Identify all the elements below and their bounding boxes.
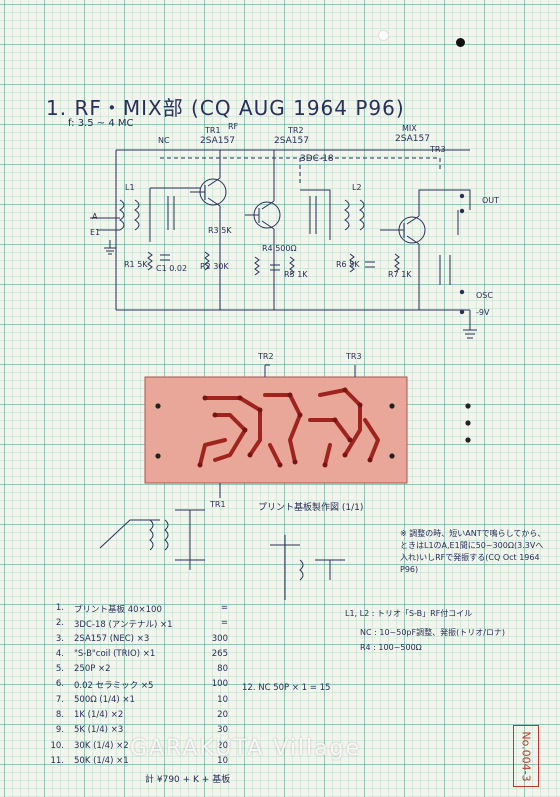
e1-terminal-label: E1 <box>90 228 101 237</box>
a-terminal-label: A <box>92 212 98 221</box>
parts-list: 1.プリント基板 40×100= 2.3DC-18 (アンテナル) ×1= 3.… <box>50 603 270 771</box>
adjustment-note: ※ 調整の時、短いANTで鳴らしてから、ときはL1のA,E1間に50~300Ω(… <box>400 529 546 574</box>
l2-label: L2 <box>352 183 362 192</box>
watermark: GARAKUTA Village <box>130 736 362 761</box>
parts-note-nc: NC : 10~50pF調整、発振(トリオ/ロナ) <box>360 628 506 637</box>
tr3-type-label: 2SA157 <box>395 134 430 144</box>
minus9v-label: -9V <box>476 308 490 317</box>
bom-total: 計 ¥790 + K + 基板 <box>145 775 231 785</box>
list-item: 2.3DC-18 (アンテナル) ×1= <box>55 618 228 631</box>
parts-note-coil: L1, L2 : トリオ「S-B」RF付コイル <box>345 609 473 618</box>
tr2-label: TR2 <box>288 126 304 135</box>
tr1-label: TR1 <box>205 126 221 135</box>
pcb-caption: プリント基板製作図 (1/1) <box>258 503 364 513</box>
osc-label: OSC <box>476 291 493 300</box>
ifc-coil-label: 3DC-18 <box>300 154 334 164</box>
r2-label: R2 30K <box>200 262 229 271</box>
r5-label: R5 1K <box>284 270 308 279</box>
rf-label: RF <box>228 122 239 131</box>
document-number-stamp: No.004-3 <box>513 725 539 787</box>
parts-note-r4: R4 : 100~500Ω <box>360 643 422 652</box>
punch-hole-top <box>378 30 389 41</box>
antenna-coil-sketch <box>99 509 345 600</box>
r1-label: R1 5K <box>124 260 148 269</box>
r6-label: R6 5K <box>336 260 360 269</box>
tr3-label: TR3 <box>430 145 446 154</box>
tr1-type-label: 2SA157 <box>200 136 235 146</box>
r3-label: R3 5K <box>208 226 232 235</box>
frequency-range: f: 3.5 ~ 4 MC <box>68 118 134 129</box>
page-title: 1. RF・MIX部 (CQ AUG 1964 P96) <box>46 96 405 120</box>
tr2-type-label: 2SA157 <box>274 136 309 146</box>
l1-label: L1 <box>125 183 135 192</box>
pcb-tr3-label: TR3 <box>346 352 362 361</box>
bom-item-12: 12. NC 50P × 1 = 15 <box>242 683 331 693</box>
mix-label: MIX <box>402 124 417 133</box>
c1-label: C1 0.02 <box>156 264 188 273</box>
pcb-tr2-label: TR2 <box>258 352 274 361</box>
nc-label: NC <box>158 136 170 145</box>
out-label: OUT <box>482 196 500 205</box>
list-item: 1.プリント基板 40×100= <box>55 603 228 615</box>
stamp-text: No.004-3 <box>519 730 533 782</box>
r4-label: R4 500Ω <box>262 244 297 253</box>
pcb-tr1-label: TR1 <box>210 500 226 509</box>
punch-hole-right <box>456 38 465 47</box>
r7-label: R7 1K <box>388 270 412 279</box>
pcb-board <box>144 376 408 484</box>
